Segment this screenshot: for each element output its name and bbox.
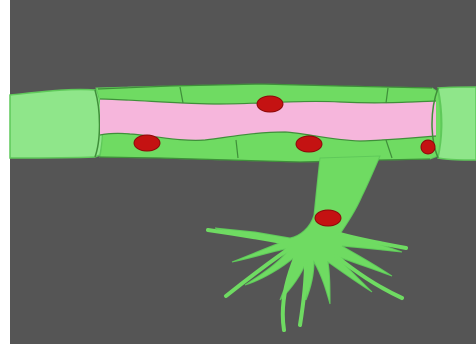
nucleus-bottom-middle-cell <box>296 136 322 152</box>
nucleus-tip-cell <box>315 210 341 226</box>
nucleus-bottom-left-cell <box>134 135 160 151</box>
right-tube-segment <box>438 87 476 160</box>
nucleus-right-cell <box>421 140 435 154</box>
nucleus-top-cell <box>257 96 283 112</box>
left-tube-segment <box>10 89 103 158</box>
background-panel <box>10 0 476 344</box>
